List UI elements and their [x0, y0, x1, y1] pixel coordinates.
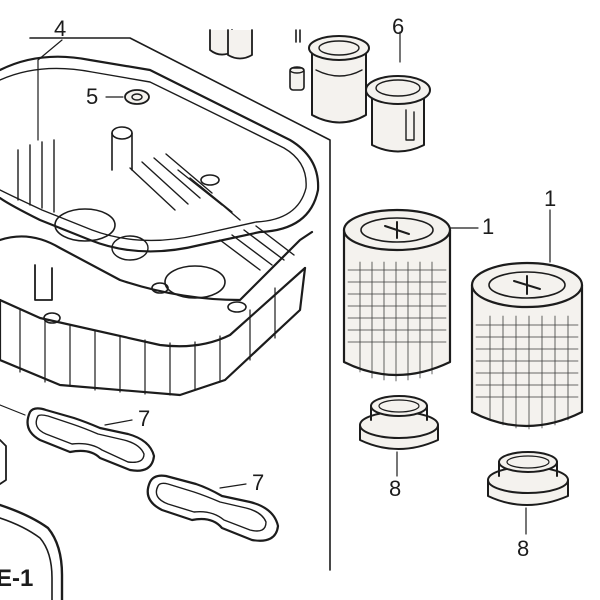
- callout-filter-seal-right: 8: [517, 536, 529, 561]
- callout-filter-seal-left: 8: [389, 476, 401, 501]
- filter-seal-right: [487, 451, 569, 535]
- section-reference-label: E-1: [0, 565, 33, 592]
- callout-gasket-upper: 7: [138, 406, 150, 431]
- adjacent-cover-outline: [0, 439, 64, 600]
- oil-pipe-fitting: [209, 29, 305, 91]
- oil-filter-right: [470, 209, 584, 430]
- callout-oil-filter-left: 1: [482, 214, 494, 239]
- assembly-frame: [0, 37, 331, 571]
- strainer-gasket-lower: [146, 474, 280, 542]
- oil-filter-left: [342, 208, 479, 382]
- strainer-gasket-upper: [26, 407, 156, 472]
- bolt-washer: [105, 89, 150, 105]
- callout-oil-filter-right: 1: [544, 186, 556, 211]
- oil-pan: [0, 39, 320, 397]
- callout-strainer-sleeve: 6: [392, 14, 404, 39]
- callout-gasket-lower: 7: [252, 470, 264, 495]
- strainer-sleeve: [308, 31, 431, 153]
- callout-bolt-washer: 5: [86, 84, 98, 109]
- filter-seal-left: [359, 395, 439, 477]
- callout-oil-pan: 4: [54, 16, 66, 41]
